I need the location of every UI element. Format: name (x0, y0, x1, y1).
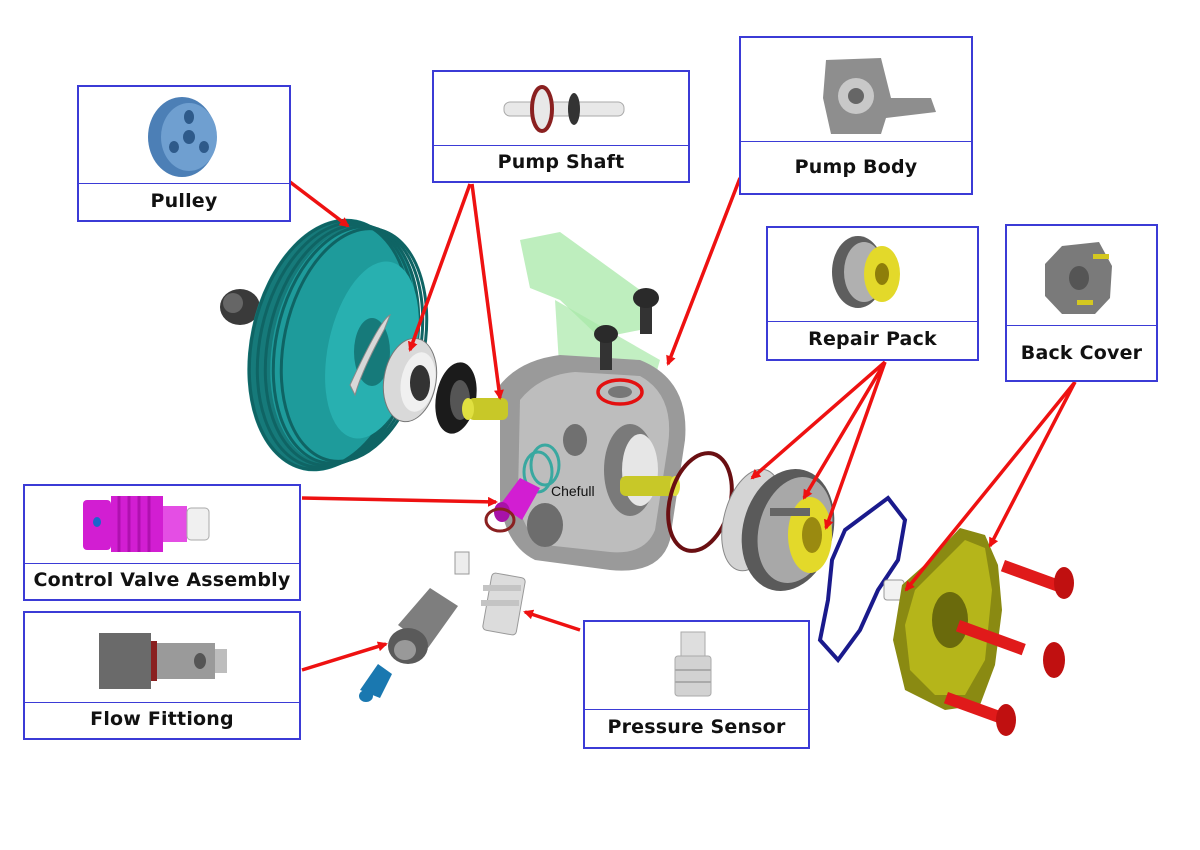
callout-label: Pump Shaft (497, 151, 625, 173)
callout-label: Control Valve Assembly (33, 569, 291, 591)
callout-pressure-sensor: Pressure Sensor (583, 620, 810, 749)
repair-pack-thumbnail-icon (832, 236, 900, 308)
pressure-sensor-thumbnail-icon (674, 631, 712, 697)
back-cover-part (893, 528, 1002, 710)
pump-shaft-thumbnail-icon (503, 85, 625, 133)
callout-label: Back Cover (1020, 341, 1143, 364)
pulley-thumbnail-icon (148, 97, 217, 177)
callout-label: Repair Pack (808, 328, 937, 350)
callout-pulley: Pulley (77, 85, 291, 222)
callout-label: Pump Body (794, 155, 918, 178)
callout-label: Pulley (150, 189, 218, 212)
pressure-sensor-part (481, 572, 526, 636)
callout-repair-pack: Repair Pack (766, 226, 979, 361)
repair-pack-part (666, 451, 835, 592)
callout-back-cover: Back Cover (1005, 224, 1158, 382)
pump-body-part (462, 232, 686, 571)
pump-body-thumbnail-icon (823, 58, 936, 134)
callout-arrows (288, 177, 1077, 672)
flow-fitting-part (359, 551, 470, 702)
bearing-part (382, 337, 477, 434)
gasket-part (817, 495, 908, 664)
back-cover-thumbnail-icon (1045, 242, 1112, 314)
callout-label: Pressure Sensor (607, 716, 786, 738)
chefull-annotation: Chefull (551, 483, 595, 499)
callout-flow-fitting: Flow Fittiong (23, 611, 301, 740)
flow-fitting-thumbnail-icon (99, 633, 227, 689)
control-valve-thumbnail-icon (83, 496, 210, 552)
callout-control-valve: Control Valve Assembly (23, 484, 301, 601)
bolts-part (943, 560, 1074, 736)
callout-pump-body: Pump Body (739, 36, 973, 195)
callout-label: Flow Fittiong (90, 708, 234, 730)
callout-pump-shaft: Pump Shaft (432, 70, 690, 183)
